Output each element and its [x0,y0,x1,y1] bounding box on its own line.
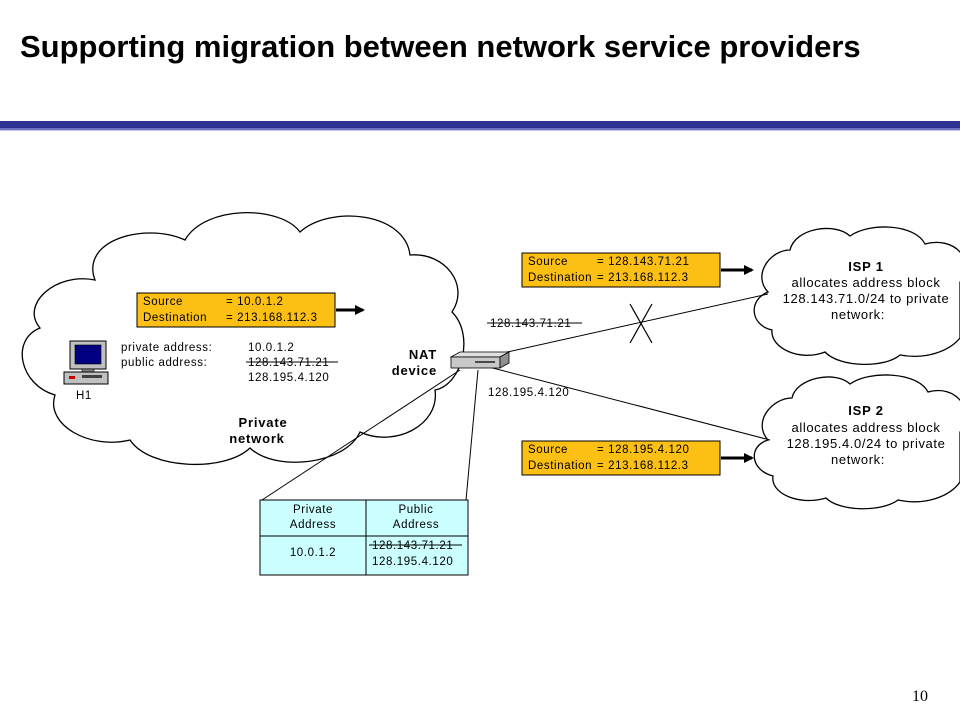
link-nat-isp1 [484,293,769,358]
table-header-private-1: Private [293,504,333,516]
isp2-line2: 128.195.4.0/24 to private [787,436,946,451]
page-title: Supporting migration between network ser… [20,29,861,64]
nat-label-line2: device [392,363,437,378]
host-private-label: private address: [121,342,212,354]
table-header-private-2: Address [290,519,336,531]
isp1-line2: 128.143.71.0/24 to private [783,291,950,306]
isp2-line1: allocates address block [792,420,941,435]
table-header-public-1: Public [399,504,434,516]
title-rule-highlight [0,130,960,131]
host-label: H1 [76,390,92,402]
packet-isp2-source-key: Source [528,444,568,456]
table-row-public-old: 128.143.71.21 [372,540,453,552]
host-private-value: 10.0.1.2 [248,342,294,354]
table-connector-left [261,369,461,501]
packet-isp2-dest-value: = 213.168.112.3 [597,460,689,472]
nat-label-line1: NAT [409,347,437,362]
link-cut-x-b [629,303,653,344]
nat-table: Private Address Public Address 10.0.1.2 … [259,499,469,576]
packet-isp1: Source = 128.143.71.21 Destination = 213… [521,252,721,288]
packet-private-source-key: Source [143,296,183,308]
table-header-public-2: Address [393,519,439,531]
isp1-cloud [753,226,960,366]
packet-isp1-dest-value: = 213.168.112.3 [597,272,689,284]
private-network-cloud [21,212,465,466]
link-isp1-address: 128.143.71.21 [490,318,571,330]
router-icon [449,351,511,369]
packet-isp1-dest-key: Destination [528,272,592,284]
isp2-line3: network: [831,452,885,467]
host-public-label: public address: [121,357,207,369]
desktop-computer-icon [63,340,109,385]
packet-private-dest-value: = 213.168.112.3 [226,312,318,324]
private-network-label-line2: network [229,431,284,446]
private-network-label-line1: Private [239,415,288,430]
packet-private: Source = 10.0.1.2 Destination = 213.168.… [136,292,336,328]
packet-private-dest-key: Destination [143,312,207,324]
isp1-line1: allocates address block [792,275,941,290]
page-number: 10 [912,688,928,705]
host-public-old-value: 128.143.71.21 [248,357,329,369]
host-public-new-value: 128.195.4.120 [248,372,329,384]
table-connector-right [465,369,479,501]
packet-isp1-source-key: Source [528,256,568,268]
packet-isp1-source-value: = 128.143.71.21 [597,256,689,268]
table-row-private: 10.0.1.2 [290,547,336,559]
isp2-cloud [753,374,960,510]
packet-isp2: Source = 128.195.4.120 Destination = 213… [521,440,721,476]
link-nat-isp2 [484,365,771,441]
packet-isp2-dest-key: Destination [528,460,592,472]
packet-isp2-source-value: = 128.195.4.120 [597,444,689,456]
link-isp2-address: 128.195.4.120 [488,387,569,399]
isp1-line3: network: [831,307,885,322]
title-rule [0,121,960,128]
isp1-name: ISP 1 [848,259,884,274]
title-rule-shade [0,128,960,130]
isp2-name: ISP 2 [848,403,884,418]
table-row-public-new: 128.195.4.120 [372,556,453,568]
packet-private-source-value: = 10.0.1.2 [226,296,283,308]
